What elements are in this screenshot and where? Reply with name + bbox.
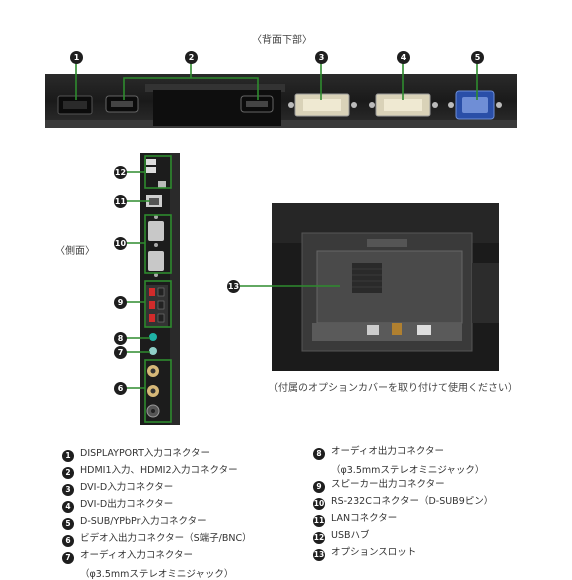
option-slot-image (272, 203, 499, 371)
marker-3: 3 (315, 51, 328, 64)
marker-5: 5 (471, 51, 484, 64)
side-callout-lines (126, 155, 172, 423)
marker-6: 6 (114, 382, 127, 395)
rear-callout-lines (75, 63, 478, 100)
option-callout-line (240, 285, 340, 287)
marker-12: 12 (114, 166, 127, 179)
marker-10: 10 (114, 237, 127, 250)
marker-4: 4 (397, 51, 410, 64)
marker-9: 9 (114, 296, 127, 309)
marker-7: 7 (114, 346, 127, 359)
marker-8: 8 (114, 332, 127, 345)
marker-13: 13 (227, 280, 240, 293)
rear-bottom-caption: 〈背面下部〉 (252, 35, 312, 46)
marker-11: 11 (114, 195, 127, 208)
option-note: （付属のオプションカバーを取り付けて使用ください） (268, 383, 518, 394)
rear-panel-image (45, 74, 517, 128)
side-panel-image (140, 153, 180, 425)
marker-1: 1 (70, 51, 83, 64)
marker-2: 2 (185, 51, 198, 64)
side-caption: 〈側面〉 (55, 246, 95, 257)
